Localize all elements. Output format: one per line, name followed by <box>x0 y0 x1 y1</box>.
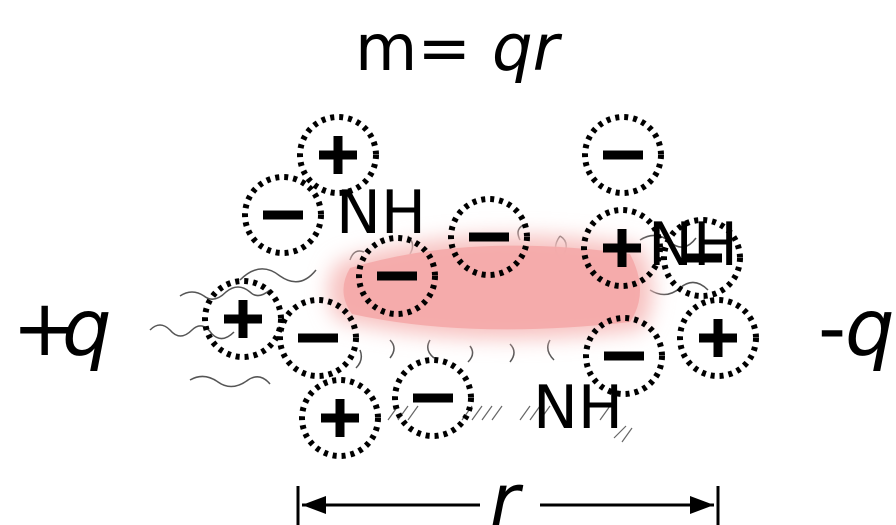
nh-label-bottom: NH <box>533 373 623 443</box>
distance-arrow <box>296 486 720 525</box>
minus-sign: - <box>818 284 846 374</box>
positive-ion <box>299 377 381 459</box>
plus-q-letter: q <box>62 284 112 374</box>
ion-layer <box>202 114 759 459</box>
negative-ion <box>277 297 359 379</box>
formula-lhs: m= <box>355 12 471 86</box>
minus-q-label: - q <box>818 284 895 374</box>
plus-sign: + <box>12 284 77 374</box>
plus-q-label: + q <box>12 284 112 374</box>
negative-ion <box>583 315 665 397</box>
negative-ion <box>448 196 530 278</box>
negative-ion <box>582 114 664 196</box>
positive-ion <box>202 278 284 360</box>
positive-ion <box>581 207 663 289</box>
minus-q-letter: q <box>845 284 895 374</box>
negative-ion <box>661 217 743 299</box>
formula-rhs: qr <box>492 12 563 86</box>
negative-ion <box>242 174 324 256</box>
positive-ion <box>677 297 759 379</box>
negative-ion <box>392 357 474 439</box>
positive-ion <box>297 114 379 196</box>
distance-r-label: r <box>490 458 524 525</box>
negative-ion <box>356 235 438 317</box>
